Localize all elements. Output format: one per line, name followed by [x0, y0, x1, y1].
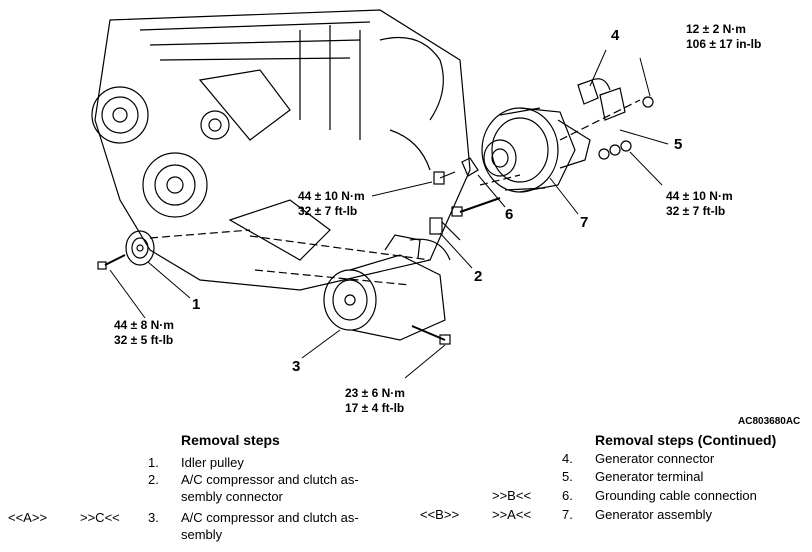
- generator-assembly: [481, 107, 591, 193]
- removal-steps-continued-heading: Removal steps (Continued): [595, 432, 777, 448]
- reference-link-A-installation[interactable]: >>A<<: [492, 507, 532, 522]
- step-text-grounding-cable: Grounding cable connection: [595, 488, 757, 503]
- torque-value-nm: 44 ± 8 N·m: [114, 318, 174, 332]
- callout-4: 4: [611, 27, 620, 44]
- idler-pulley: [97, 229, 251, 270]
- exploded-view-diagram: [91, 9, 669, 379]
- generator-connector: [577, 78, 611, 105]
- torque-value-imperial: 17 ± 4 ft-lb: [345, 401, 405, 415]
- torque-value-nm: 12 ± 2 N·m: [686, 22, 746, 36]
- engine-block: [91, 9, 471, 291]
- torque-spec-generator-nut: 44 ± 10 N·m 32 ± 7 ft-lb: [666, 189, 733, 219]
- step-number: 1.: [148, 455, 159, 470]
- step-text-compressor-assembly-cont: sembly: [181, 527, 223, 542]
- step-text-compressor-connector-cont: sembly connector: [181, 489, 283, 504]
- torque-spec-compressor-bolt: 23 ± 6 N·m 17 ± 4 ft-lb: [345, 386, 405, 416]
- torque-spec-terminal-nut: 12 ± 2 N·m 106 ± 17 in-lb: [686, 22, 761, 52]
- torque-value-nm: 44 ± 10 N·m: [666, 189, 733, 203]
- step-number: 5.: [562, 469, 573, 484]
- ac-compressor-connector: [429, 217, 461, 241]
- callout-2: 2: [474, 268, 483, 285]
- callout-7: 7: [580, 214, 589, 231]
- removal-steps-heading: Removal steps: [181, 432, 280, 448]
- torque-value-imperial: 32 ± 5 ft-lb: [114, 333, 174, 347]
- step-number: 2.: [148, 472, 159, 487]
- step-number: 7.: [562, 507, 573, 522]
- reference-link-B[interactable]: >>B<<: [492, 488, 532, 503]
- step-number: 3.: [148, 510, 159, 525]
- step-text-compressor-connector: A/C compressor and clutch as-: [181, 472, 359, 487]
- step-text-generator-assembly: Generator assembly: [595, 507, 713, 522]
- callout-6: 6: [505, 206, 514, 223]
- reference-link-A[interactable]: <<A>>: [8, 510, 48, 525]
- reference-link-C[interactable]: >>C<<: [80, 510, 120, 525]
- torque-value-imperial: 32 ± 7 ft-lb: [298, 204, 358, 218]
- ac-compressor: [249, 234, 451, 345]
- step-text-generator-terminal: Generator terminal: [595, 469, 704, 484]
- torque-spec-idler-pulley: 44 ± 8 N·m 32 ± 5 ft-lb: [114, 318, 174, 348]
- callout-5: 5: [674, 136, 683, 153]
- leader-lines: [109, 49, 669, 379]
- step-text-idler-pulley: Idler pulley: [181, 455, 244, 470]
- reference-link-B-removal[interactable]: <<B>>: [420, 507, 460, 522]
- grounding-cable: [433, 157, 521, 217]
- callout-1: 1: [192, 296, 201, 313]
- step-text-compressor-assembly: A/C compressor and clutch as-: [181, 510, 359, 525]
- figure-id: AC803680AC: [738, 416, 801, 427]
- generator-terminal: [559, 87, 654, 160]
- step-number: 6.: [562, 488, 573, 503]
- step-number: 4.: [562, 451, 573, 466]
- torque-spec-generator-bolt: 44 ± 10 N·m 32 ± 7 ft-lb: [298, 189, 365, 219]
- step-text-generator-connector: Generator connector: [595, 451, 715, 466]
- torque-value-imperial: 32 ± 7 ft-lb: [666, 204, 726, 218]
- torque-value-nm: 44 ± 10 N·m: [298, 189, 365, 203]
- callout-3: 3: [292, 358, 301, 375]
- torque-value-imperial: 106 ± 17 in-lb: [686, 37, 762, 51]
- torque-value-nm: 23 ± 6 N·m: [345, 386, 405, 400]
